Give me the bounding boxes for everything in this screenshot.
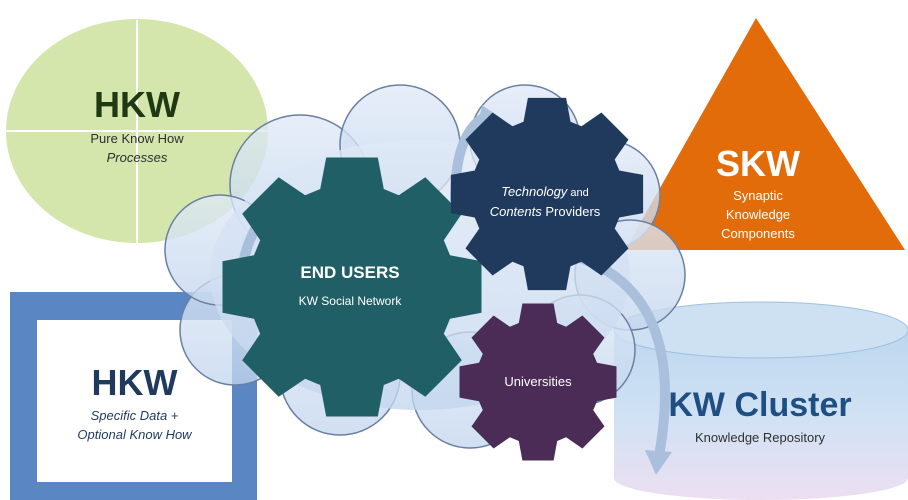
kw-cluster-subtitle: Knowledge Repository [694, 430, 826, 445]
end-users-title: END USERS [300, 263, 400, 282]
skw-line2: Knowledge [725, 207, 791, 222]
gear-universities [459, 303, 617, 461]
skw-line1: Synaptic [733, 188, 783, 203]
skw-line3: Components [721, 226, 795, 241]
gear-technology [450, 97, 644, 291]
hkw-circle [6, 19, 268, 243]
skw-title: SKW [716, 143, 800, 184]
skw-triangle [625, 18, 905, 250]
hkw-box-line2: Optional Know How [77, 427, 192, 442]
technology-word: Technology [501, 184, 568, 199]
contents-word: Contents [489, 204, 542, 219]
technology-label-line1: Technology and [470, 184, 620, 199]
universities-label: Universities [504, 374, 572, 389]
kw-cluster-cylinder [613, 301, 908, 500]
kw-cluster-title: KW Cluster [668, 386, 852, 424]
technology-and: and [567, 187, 589, 199]
providers-word: Providers [541, 204, 601, 219]
hkw-circle-title: HKW [94, 84, 180, 125]
hkw-circle-line1: Pure Know How [90, 131, 184, 146]
arrowhead-cluster [645, 450, 672, 475]
gear-end-users [222, 157, 482, 417]
hkw-box-line1: Specific Data + [90, 408, 179, 423]
hkw-circle-line2: Processes [106, 150, 168, 165]
hkw-box-title: HKW [91, 362, 178, 403]
end-users-subtitle: KW Social Network [298, 294, 402, 308]
technology-label-line2: Contents Providers [470, 204, 620, 219]
